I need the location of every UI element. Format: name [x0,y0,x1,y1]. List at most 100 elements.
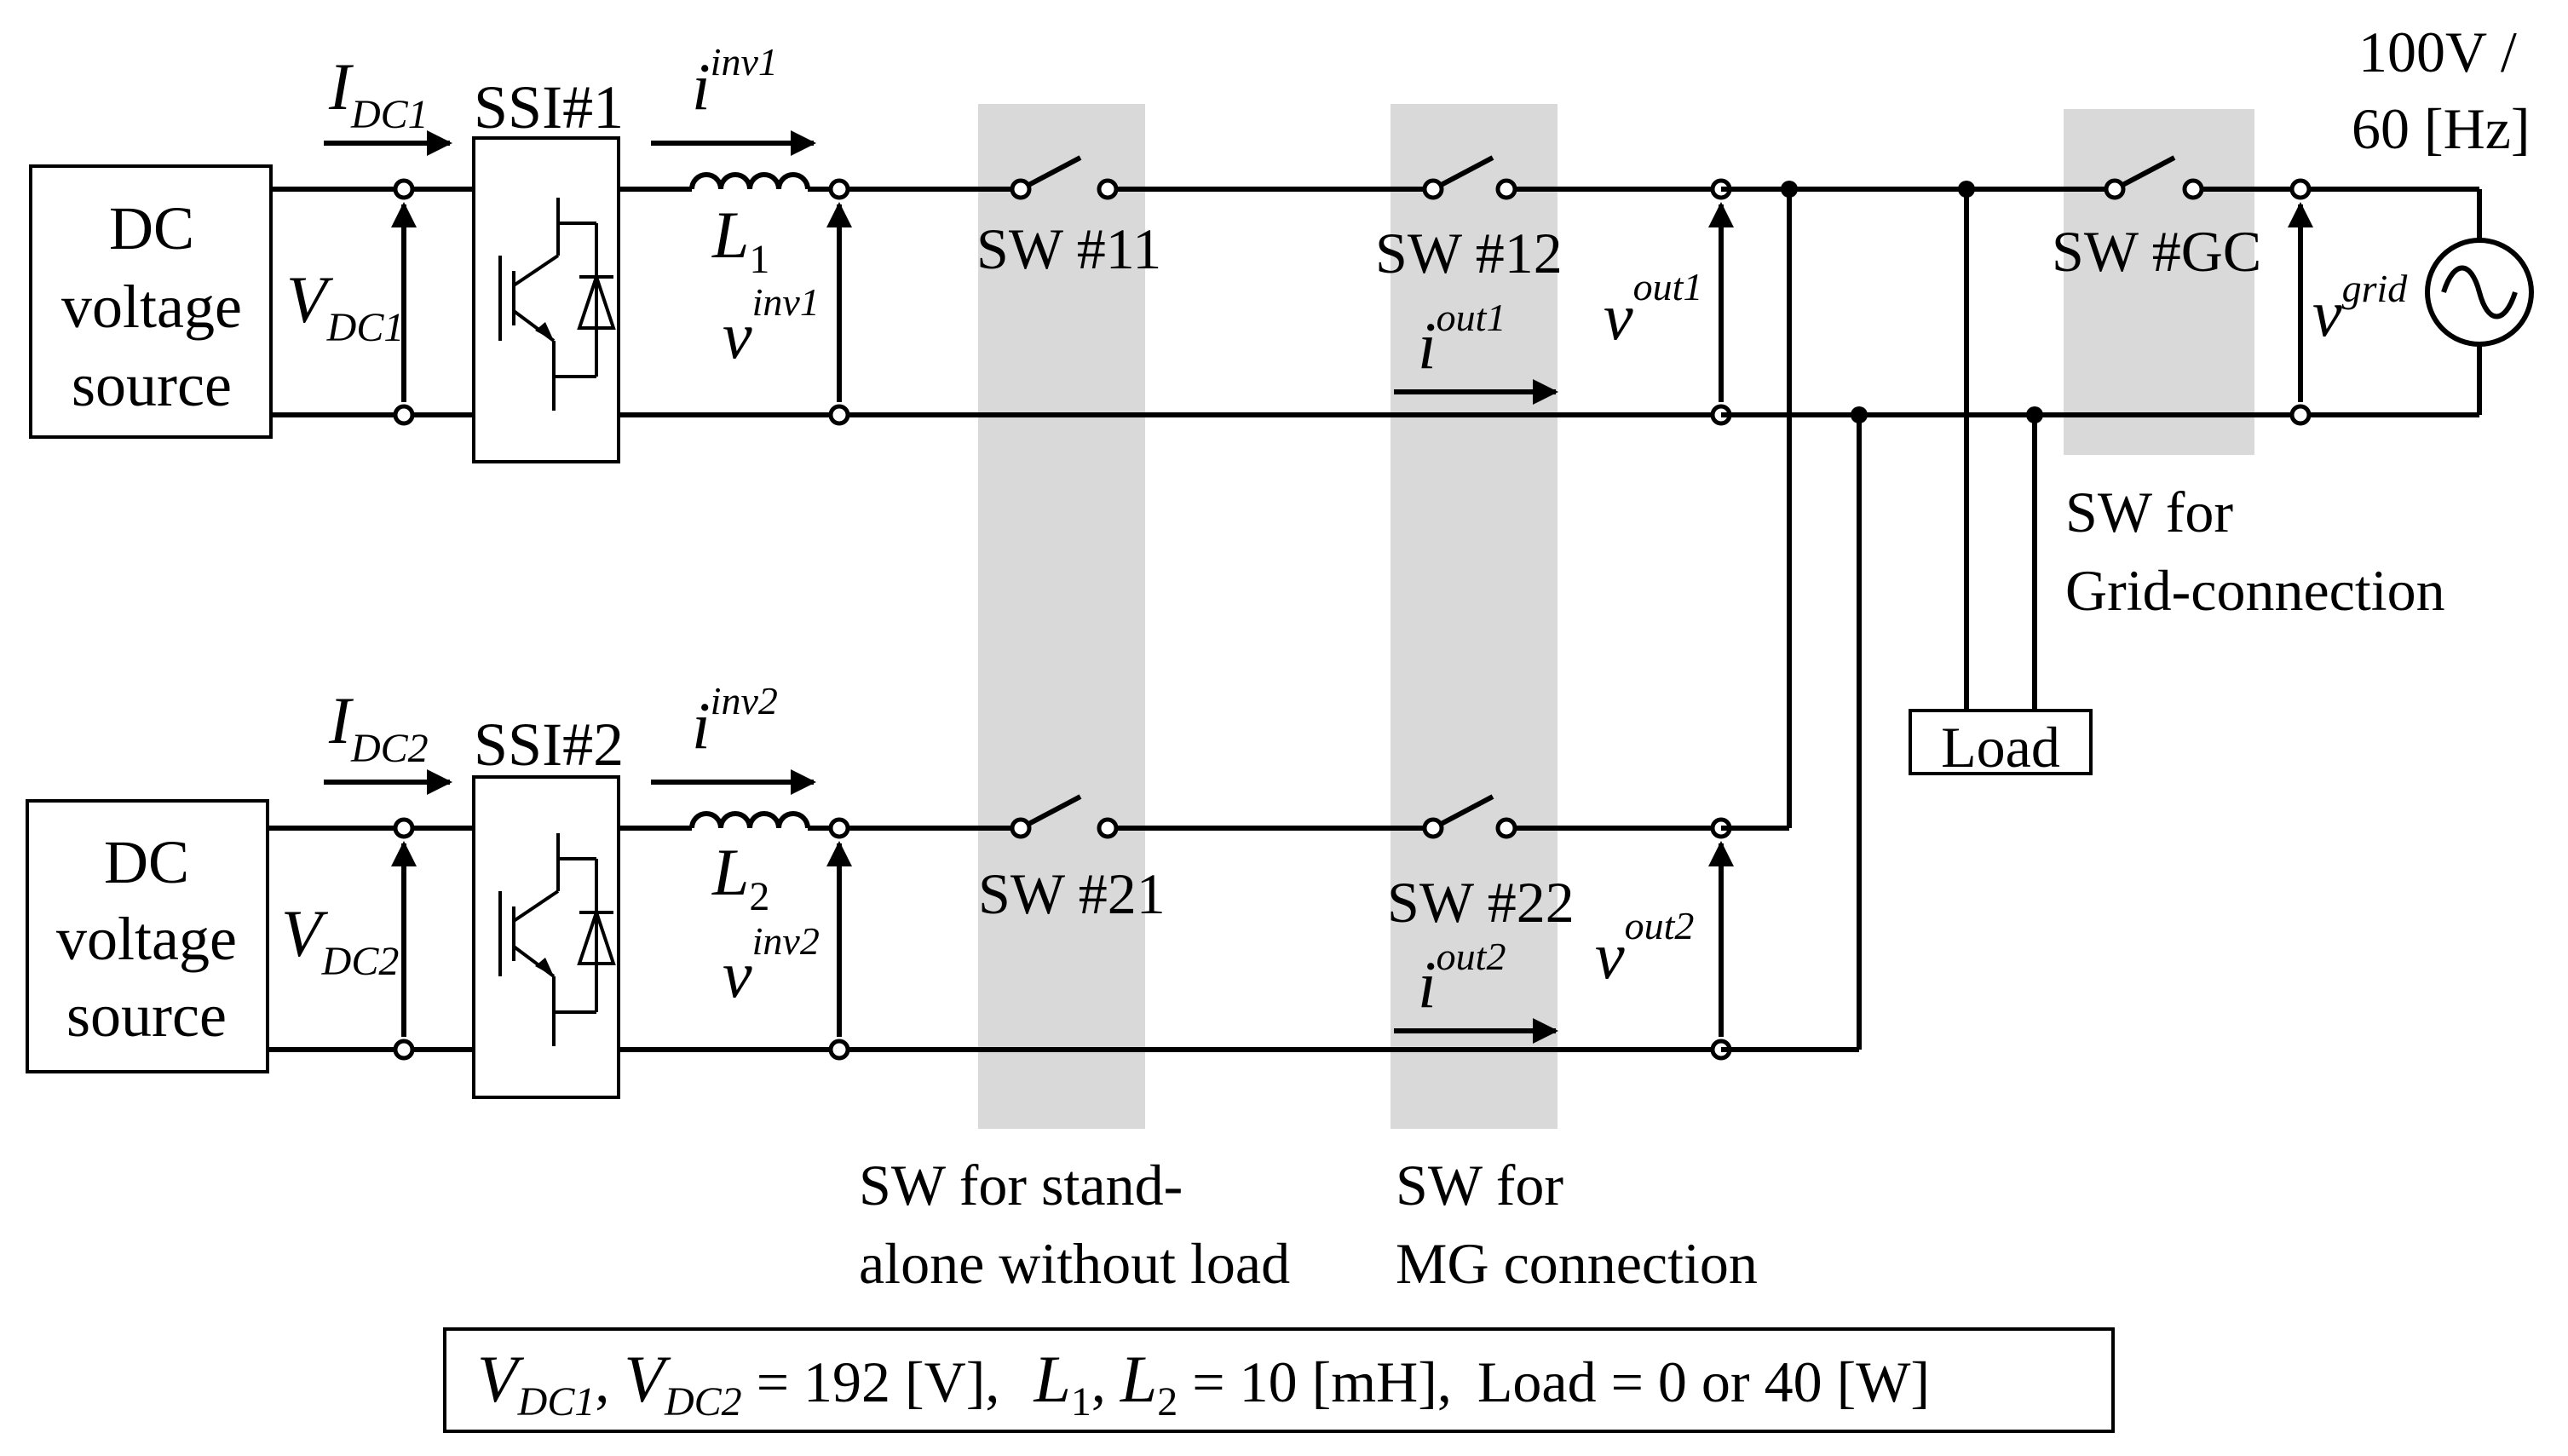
parameter-text: VDC1, VDC2 = 192 [V],L1, L2 = 10 [mH],Lo… [477,1342,1930,1424]
sw-gc-label: SW #GC [2052,219,2261,284]
sw-12-label: SW #12 [1375,221,1563,285]
svg-text:vout2: vout2 [1595,904,1694,993]
ssi-1-box [472,136,620,463]
svg-text:iinv1: iinv1 [692,40,778,124]
param-l-sym-1: L [1033,1342,1070,1416]
svg-text:iout2: iout2 [1418,935,1506,1022]
l-2-sub: 2 [749,874,769,919]
dc-source-2 [26,799,269,1073]
i-out-1-sup: out1 [1437,296,1506,339]
i-dc-2-sub: DC2 [350,726,429,771]
v-out-1-symbol: v [1604,279,1633,354]
svg-text:vinv1: vinv1 [723,280,820,372]
grid-rating-line-2: 60 [Hz] [2352,96,2531,161]
svg-text:vgrid: vgrid [2312,267,2408,350]
sw-12-contact-a [1422,178,1444,200]
svg-text:iinv2: iinv2 [692,679,778,763]
v-inv-2-sup: inv2 [752,919,820,963]
svg-text:vinv2: vinv2 [723,919,820,1011]
i-inv-1-symbol: i [692,49,711,124]
ssi-2-label: SSI#2 [474,711,624,779]
param-l-sym-2: L [1120,1342,1157,1416]
i-dc-2-symbol: I [328,683,354,757]
dc-source-2-line-3: source [66,981,227,1050]
grid-annotation-line-2: Grid-connection [2065,558,2445,623]
mg-switch-band [1391,104,1557,1129]
v-inv-1-symbol: v [723,298,752,372]
dc-source-1 [29,164,273,439]
i-inv-1-sup: inv1 [711,40,778,83]
inductor-2 [689,811,810,829]
svg-text:vout1: vout1 [1604,265,1702,354]
v-out-2-symbol: v [1595,918,1625,993]
i-out-2-symbol: i [1418,947,1437,1022]
l-1-sub: 1 [749,237,769,282]
svg-text:L2: L2 [711,835,769,919]
sw-22-contact-b [1495,817,1517,839]
param-l-value: = 10 [mH], [1177,1350,1452,1414]
v-dc-2-symbol: V [281,896,329,970]
i-out-2-sup: out2 [1437,935,1506,978]
i-out-1-symbol: i [1418,308,1437,383]
i-inv-2-symbol: i [692,688,711,763]
sw-12-contact-b [1495,178,1517,200]
dc-source-2-line-1: DC [104,828,189,896]
mg-annotation-line-2: MG connection [1396,1231,1758,1296]
ssi-2-box [472,775,620,1099]
svg-text:L1: L1 [711,198,769,282]
l-1-symbol: L [711,198,749,272]
sw-gc-contact-a [2104,178,2126,200]
dc-source-1-line-2: voltage [61,273,242,341]
grid-annotation-line-1: SW for [2065,480,2233,544]
v-dc-1-sub: DC1 [326,305,405,350]
sw-11-contact-b [1097,178,1119,200]
load-box [1909,709,2093,775]
param-load-text: Load = 0 or 40 [W] [1477,1350,1930,1414]
param-v-value: = 192 [V], [742,1350,1000,1414]
branch-2: DC voltage source [26,679,1734,1099]
v-dc-2-sub: DC2 [321,939,400,984]
param-comma-2: , [1091,1350,1120,1414]
svg-text:iout1: iout1 [1418,296,1506,383]
standalone-annotation-line-2: alone without load [859,1231,1290,1296]
standalone-annotation-line-1: SW for stand- [859,1153,1183,1217]
branch-1: DC voltage source [29,40,1734,463]
param-v-sym-1: V [477,1342,525,1416]
ac-source-icon [2425,238,2534,347]
v-grid-sup: grid [2342,267,2409,310]
dc-source-1-line-1: DC [109,194,194,262]
sw-22-label: SW #22 [1387,870,1575,935]
param-v-sub-1: DC1 [517,1379,596,1424]
sw-11-label: SW #11 [976,216,1161,281]
svg-text:VDC1: VDC1 [286,262,404,350]
sw-21-contact-b [1097,817,1119,839]
v-inv-1-sup: inv1 [752,280,820,324]
dc-source-1-line-3: source [72,351,232,419]
svg-text:IDC2: IDC2 [328,683,429,771]
v-out-1-sup: out1 [1633,265,1703,308]
standalone-switch-band [978,104,1145,1129]
i-dc-1-sub: DC1 [350,92,429,137]
param-l-sub-2: 2 [1157,1379,1177,1424]
param-v-sub-2: DC2 [664,1379,742,1424]
mg-annotation-line-1: SW for [1396,1153,1563,1217]
ssi-1-label: SSI#1 [474,73,624,141]
v-grid-symbol: v [2312,276,2342,350]
l-2-symbol: L [711,835,749,909]
i-dc-1-symbol: I [328,49,354,124]
sw-gc-contact-b [2182,178,2204,200]
v-inv-2-symbol: v [723,937,752,1011]
v-out-2-sup: out2 [1625,904,1695,947]
param-v-sym-2: V [624,1342,671,1416]
parameter-box [443,1327,2115,1433]
svg-text:VDC2: VDC2 [281,896,399,984]
load-label: Load [1941,715,2060,780]
sw-21-contact-a [1010,817,1032,839]
common-bus: Load SW #GC vgrid 100V / 60 [Hz] [1721,20,2534,1052]
sw-11-contact-a [1010,178,1032,200]
inductor-1 [689,172,810,190]
param-comma-1: , [595,1350,624,1414]
sw-22-contact-a [1422,817,1444,839]
dc-source-2-line-2: voltage [56,905,237,973]
